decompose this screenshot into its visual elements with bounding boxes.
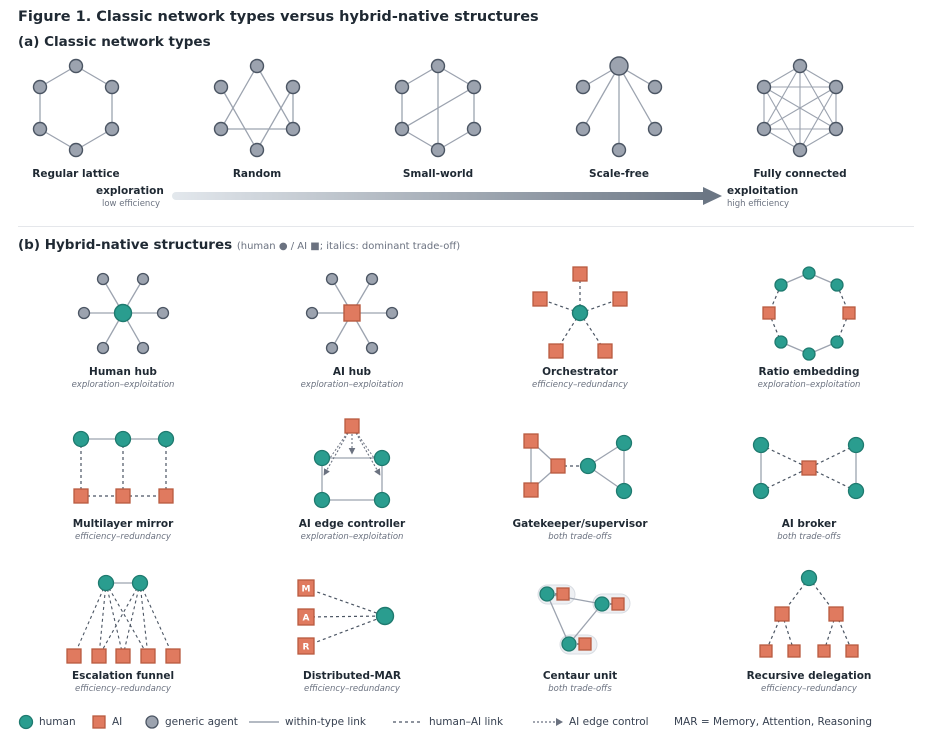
hybrid-tradeoff-orchestrator: efficiency–redundancy (532, 380, 628, 390)
hybrid-tradeoff-multilayer-mirror: efficiency–redundancy (75, 532, 171, 542)
orchestrator-graph (532, 266, 628, 359)
panel-ai-hub: AI hub exploration–exploitation (252, 265, 452, 415)
panel-human-hub: Human hub exploration–exploitation (23, 265, 223, 415)
regular-lattice-graph (32, 58, 120, 158)
legend-mar-note-label: MAR = Memory, Attention, Reasoning (674, 716, 873, 728)
recursive-delegation-graph (759, 569, 859, 658)
panel-small-world: Small-world (338, 55, 538, 205)
multilayer-mirror-graph (72, 430, 175, 504)
fully-connected-graph (756, 58, 844, 158)
centaur-unit-graph (537, 584, 631, 655)
legend-ai: AI (91, 712, 122, 732)
legend-within-label: within-type link (285, 716, 367, 728)
classic-label-regular: Regular lattice (32, 168, 120, 180)
generic-agent-node-icon (145, 715, 159, 729)
panel-ai-broker: AI broker both trade-offs (709, 417, 909, 567)
ai-node-icon (92, 715, 106, 729)
hybrid-tradeoff-centaur-unit: both trade-offs (548, 684, 612, 694)
legend-human-ai-label: human–AI link (429, 716, 504, 728)
panel-random: Random (157, 55, 357, 205)
hybrid-label-orchestrator: Orchestrator (542, 366, 618, 378)
legend-edge-control: AI edge control (532, 712, 649, 732)
axis-right-sub: high efficiency (727, 199, 790, 209)
hybrid-label-ai-edge-controller: AI edge controller (298, 518, 406, 530)
axis-left-sub: low efficiency (102, 199, 161, 209)
legend-human: human (18, 712, 76, 732)
hybrid-label-ai-broker: AI broker (781, 518, 837, 530)
hybrid-tradeoff-distributed-mar: efficiency–redundancy (304, 684, 400, 694)
human-hub-graph (77, 272, 170, 355)
hybrid-label-centaur-unit: Centaur unit (542, 670, 618, 682)
legend-mar-note: MAR = Memory, Attention, Reasoning (674, 712, 872, 732)
dashed-link-icon (393, 721, 423, 723)
panel-ratio-embedding: Ratio embedding exploration–exploitation (709, 265, 909, 415)
legend-edge-control-label: AI edge control (569, 716, 649, 728)
hybrid-label-ratio-embedding: Ratio embedding (758, 366, 860, 378)
mar-node-r-letter: R (303, 643, 310, 653)
hybrid-label-escalation-funnel: Escalation funnel (71, 670, 175, 682)
hybrid-tradeoff-ai-edge-controller: exploration–exploitation (300, 532, 404, 542)
classic-label-scale-free: Scale-free (589, 168, 649, 180)
legend-ai-label: AI (112, 716, 123, 728)
panel-multilayer-mirror: Multilayer mirror efficiency–redundancy (23, 417, 223, 567)
hybrid-label-distributed-mar: Distributed-MAR (302, 670, 402, 682)
hybrid-tradeoff-gatekeeper: both trade-offs (548, 532, 612, 542)
panel-escalation-funnel: Escalation funnel efficiency–redundancy (23, 569, 223, 719)
panel-orchestrator: Orchestrator efficiency–redundancy (480, 265, 680, 415)
hybrid-tradeoff-ai-broker: both trade-offs (777, 532, 841, 542)
random-graph (213, 58, 301, 158)
ratio-embedding-graph (762, 266, 856, 361)
section-b-heading: (b) Hybrid-native structures (18, 237, 233, 253)
panel-fully-connected: Fully connected (700, 55, 900, 205)
solid-link-icon (249, 721, 279, 723)
ai-broker-graph (752, 436, 865, 500)
classic-label-random: Random (232, 168, 282, 180)
hybrid-tradeoff-recursive-delegation: efficiency–redundancy (761, 684, 857, 694)
hybrid-label-ai-hub: AI hub (332, 366, 372, 378)
figure-title: Figure 1. Classic network types versus h… (18, 9, 539, 25)
hybrid-tradeoff-ai-hub: exploration–exploitation (300, 380, 404, 390)
mar-node-a-letter: A (303, 614, 310, 624)
axis-right-label: exploitation (727, 185, 799, 197)
ai-hub-graph (305, 272, 399, 355)
panel-centaur-unit: Centaur unit both trade-offs (480, 569, 680, 719)
panel-scale-free: Scale-free (519, 55, 719, 205)
panel-ai-edge-controller: AI edge controller exploration–exploitat… (252, 417, 452, 567)
distributed-mar-graph: M A R (297, 579, 395, 655)
dotted-arrow-icon (533, 718, 563, 726)
hybrid-tradeoff-human-hub: exploration–exploitation (71, 380, 175, 390)
hybrid-label-recursive-delegation: Recursive delegation (746, 670, 872, 682)
legend-generic-label: generic agent (165, 716, 238, 728)
scale-free-graph (575, 56, 663, 158)
hybrid-tradeoff-ratio-embedding: exploration–exploitation (757, 380, 861, 390)
section-divider (18, 226, 914, 227)
legend-human-ai: human–AI link (392, 712, 503, 732)
section-b-title: (b) Hybrid-native structures (human ● / … (18, 237, 460, 253)
small-world-graph (394, 58, 482, 158)
section-b-note: (human ● / AI ■; italics: dominant trade… (236, 241, 461, 252)
ai-edge-controller-graph (313, 418, 391, 509)
hybrid-label-human-hub: Human hub (89, 366, 157, 378)
classic-label-fully-connected: Fully connected (753, 168, 847, 180)
panel-distributed-mar: M A R Distributed-MAR efficiency–redunda… (252, 569, 452, 719)
panel-recursive-delegation: Recursive delegation efficiency–redundan… (709, 569, 909, 719)
exploration-exploitation-gradient-arrow (172, 187, 722, 205)
classic-label-small-world: Small-world (402, 168, 474, 180)
hybrid-tradeoff-escalation-funnel: efficiency–redundancy (75, 684, 171, 694)
legend-within: within-type link (248, 712, 366, 732)
legend-human-label: human (39, 716, 76, 728)
escalation-funnel-graph (66, 574, 181, 664)
section-a-title: (a) Classic network types (18, 34, 211, 50)
panel-gatekeeper: Gatekeeper/supervisor both trade-offs (480, 417, 680, 567)
axis-left-label: exploration (96, 185, 164, 197)
legend-generic: generic agent (144, 712, 238, 732)
hybrid-label-multilayer-mirror: Multilayer mirror (72, 518, 174, 530)
gatekeeper-graph (523, 433, 633, 500)
human-node-icon (18, 714, 34, 730)
panel-regular-lattice: Regular lattice (0, 55, 176, 205)
mar-node-m-letter: M (302, 585, 311, 595)
hybrid-label-gatekeeper: Gatekeeper/supervisor (512, 518, 648, 530)
